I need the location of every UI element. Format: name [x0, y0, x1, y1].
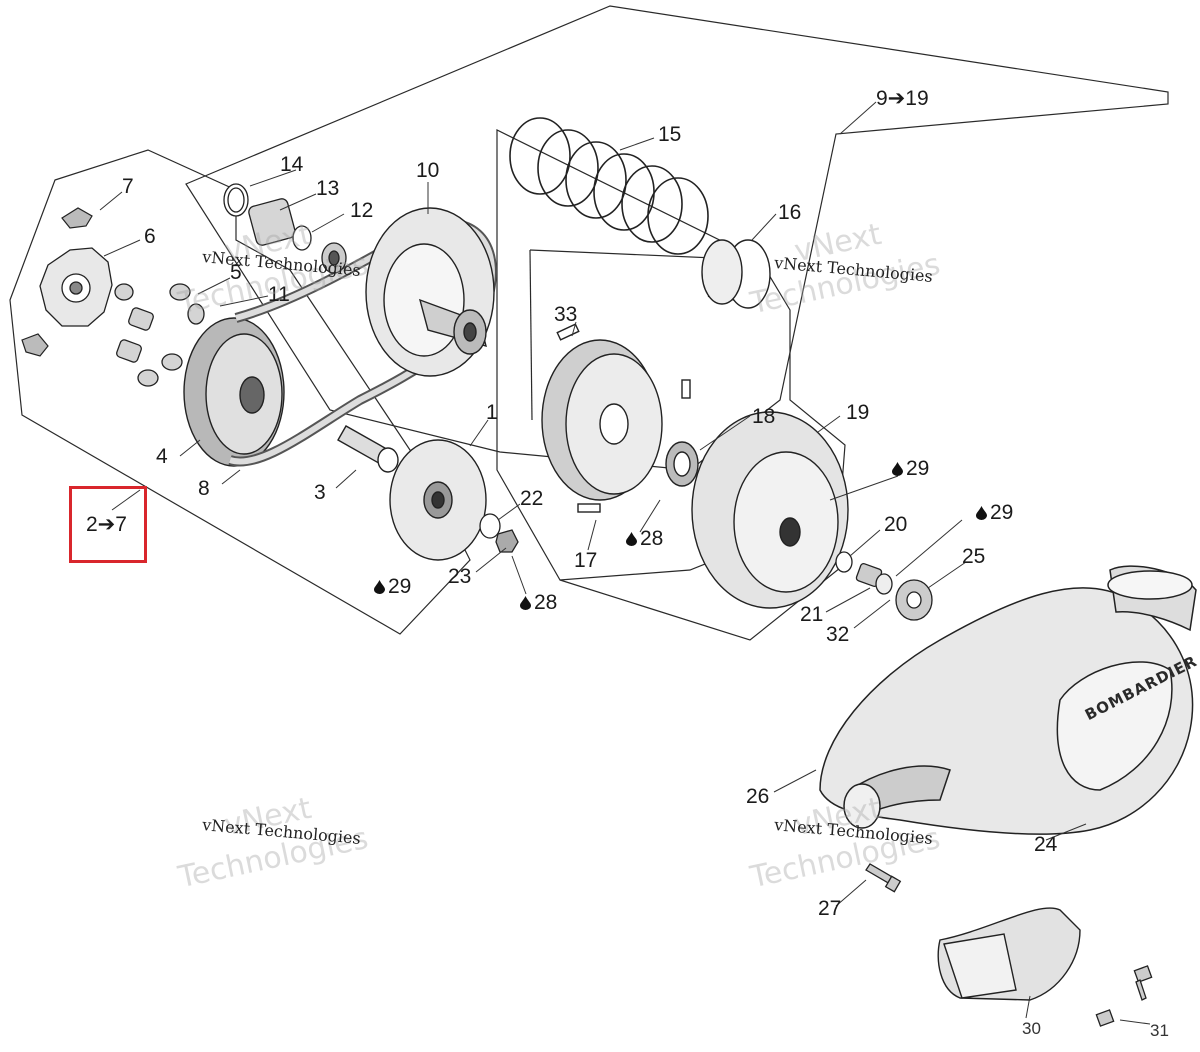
callout-5: 5 — [230, 261, 242, 284]
callout-29-shaft-text: 29 — [990, 501, 1014, 524]
callout-23: 23 — [448, 565, 472, 588]
callout-8: 8 — [198, 477, 210, 500]
callout-28-clutch-text: 28 — [640, 527, 664, 550]
callout-22: 22 — [520, 487, 544, 510]
callout-19: 19 — [846, 401, 870, 424]
callout-28-clutch: 28 — [626, 528, 663, 549]
callout-24: 24 — [1034, 833, 1058, 856]
callout-30: 30 — [1022, 1019, 1041, 1038]
callout-15: 15 — [658, 123, 682, 146]
callout-28-nut-text: 28 — [534, 591, 558, 614]
highlight-box — [69, 486, 147, 563]
callout-18: 18 — [752, 405, 776, 428]
callout-20: 20 — [884, 513, 908, 536]
callout-13: 13 — [316, 177, 340, 200]
callout-29-drum: 29 — [892, 458, 929, 479]
callout-4: 4 — [156, 445, 168, 468]
callout-3: 3 — [314, 481, 326, 504]
callout-29-drum-text: 29 — [906, 457, 930, 480]
drop-icon — [520, 596, 531, 610]
callout-29-fan-text: 29 — [388, 575, 412, 598]
callout-33: 33 — [554, 303, 578, 326]
drop-icon — [892, 462, 903, 476]
drop-icon — [374, 580, 385, 594]
callout-29-fan: 29 — [374, 576, 411, 597]
callout-16: 16 — [778, 201, 802, 224]
callout-1: 1 — [486, 401, 498, 424]
callout-12: 12 — [350, 199, 374, 222]
driven-pulley-frame — [185, 5, 1169, 471]
callout-29-shaft: 29 — [976, 502, 1013, 523]
callout-25: 25 — [962, 545, 986, 568]
callout-31: 31 — [1150, 1021, 1169, 1040]
callout-32: 32 — [826, 623, 850, 646]
callout-21: 21 — [800, 603, 824, 626]
callout-28-nut: 28 — [520, 592, 557, 613]
callout-10: 10 — [416, 159, 440, 182]
group-label-driven-pulley: 9➔19 — [876, 87, 929, 110]
callout-11: 11 — [268, 283, 290, 306]
callout-26: 26 — [746, 785, 770, 808]
callout-14: 14 — [280, 153, 304, 176]
callout-27: 27 — [818, 897, 842, 920]
drop-icon — [976, 506, 987, 520]
drop-icon — [626, 532, 637, 546]
group-label-drive-pulley: 2➔7 — [86, 513, 127, 536]
callout-17: 17 — [574, 549, 598, 572]
callout-7: 7 — [122, 175, 134, 198]
callout-6: 6 — [144, 225, 156, 248]
